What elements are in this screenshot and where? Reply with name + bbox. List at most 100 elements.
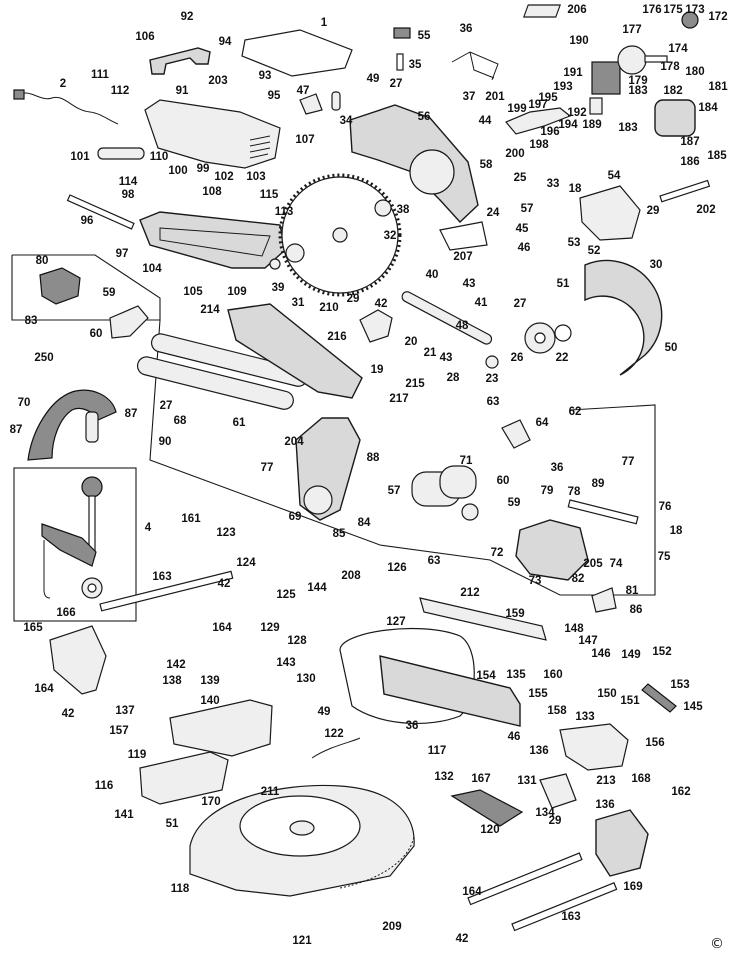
callout-c42c: 42 bbox=[62, 708, 75, 720]
callout-c22: 22 bbox=[556, 352, 569, 364]
callout-c119: 119 bbox=[128, 749, 147, 761]
callout-c98: 98 bbox=[122, 189, 135, 201]
motor-armature bbox=[617, 45, 647, 75]
callout-c35: 35 bbox=[409, 59, 422, 71]
callout-c72: 72 bbox=[491, 547, 504, 559]
callout-c42a: 42 bbox=[375, 298, 388, 310]
callout-c186: 186 bbox=[680, 156, 699, 168]
bevel-housing-disc bbox=[303, 485, 333, 515]
callout-c34: 34 bbox=[340, 115, 353, 127]
callout-c61: 61 bbox=[233, 417, 246, 429]
callout-c113: 113 bbox=[275, 206, 294, 218]
callout-c41: 41 bbox=[475, 297, 488, 309]
callout-c43a: 43 bbox=[463, 278, 476, 290]
callout-c191: 191 bbox=[563, 67, 583, 79]
callout-c122: 122 bbox=[324, 728, 343, 740]
callout-c116: 116 bbox=[95, 780, 114, 792]
callout-c39: 39 bbox=[272, 282, 285, 294]
callout-c107: 107 bbox=[295, 134, 314, 146]
callout-c73: 73 bbox=[529, 575, 542, 587]
callout-c51b: 51 bbox=[166, 818, 179, 830]
callout-c199: 199 bbox=[507, 103, 526, 115]
callout-c64: 64 bbox=[536, 417, 549, 429]
callout-c42d: 42 bbox=[456, 933, 469, 945]
lower-blade-guard-50 bbox=[584, 259, 663, 376]
callout-c145: 145 bbox=[683, 701, 703, 713]
callout-c147: 147 bbox=[578, 635, 597, 647]
callout-c100: 100 bbox=[168, 165, 187, 177]
callout-c136a: 136 bbox=[529, 745, 548, 757]
callout-c43b: 43 bbox=[440, 352, 453, 364]
callout-c178: 178 bbox=[660, 61, 680, 73]
callout-c155: 155 bbox=[528, 688, 548, 700]
trigger-grip bbox=[85, 411, 99, 443]
callout-c123: 123 bbox=[216, 527, 235, 539]
callout-c125: 125 bbox=[276, 589, 296, 601]
callout-c111: 111 bbox=[91, 69, 110, 81]
saw-blade-teeth bbox=[278, 173, 402, 297]
callout-c80: 80 bbox=[36, 255, 49, 267]
operating-handle-70 bbox=[27, 389, 117, 461]
callout-c57b: 57 bbox=[388, 485, 401, 497]
callout-c182: 182 bbox=[663, 85, 682, 97]
callout-c204: 204 bbox=[284, 436, 304, 448]
washer-39 bbox=[269, 258, 281, 270]
callout-c214: 214 bbox=[200, 304, 220, 316]
rail-bar-212 bbox=[419, 597, 547, 641]
callout-c25: 25 bbox=[514, 172, 527, 184]
callout-c58: 58 bbox=[480, 159, 493, 171]
callout-c55: 55 bbox=[418, 30, 431, 42]
motor-housing-182 bbox=[654, 99, 696, 137]
callout-c250: 250 bbox=[34, 352, 53, 364]
callout-c190: 190 bbox=[569, 35, 588, 47]
cord-plug bbox=[13, 89, 25, 100]
callout-c23: 23 bbox=[486, 373, 499, 385]
callout-c142: 142 bbox=[166, 659, 185, 671]
callout-c110: 110 bbox=[150, 151, 169, 163]
callout-c33: 33 bbox=[547, 178, 560, 190]
spring-assembly-64 bbox=[501, 419, 531, 449]
callout-c217: 217 bbox=[389, 393, 408, 405]
cover-plate-1 bbox=[241, 29, 353, 77]
callout-c151: 151 bbox=[620, 695, 640, 707]
rod-96 bbox=[66, 194, 135, 230]
callout-c150: 150 bbox=[597, 688, 616, 700]
rod-163a bbox=[99, 570, 234, 612]
rail-tube-61a bbox=[136, 356, 294, 410]
callout-c81: 81 bbox=[626, 585, 639, 597]
callout-c60a: 60 bbox=[90, 328, 103, 340]
callout-c29c: 29 bbox=[549, 815, 562, 827]
knob-55 bbox=[393, 27, 411, 39]
callout-c183a: 183 bbox=[628, 85, 647, 97]
callout-c213: 213 bbox=[596, 775, 615, 787]
callout-c29a: 29 bbox=[347, 293, 360, 305]
lever-145 bbox=[641, 683, 677, 713]
callout-c139: 139 bbox=[200, 675, 219, 687]
callout-c106: 106 bbox=[135, 31, 154, 43]
callout-c56: 56 bbox=[418, 111, 431, 123]
tube-101 bbox=[97, 147, 145, 160]
callout-c176: 176 bbox=[642, 4, 661, 16]
clamp-156 bbox=[559, 723, 629, 771]
callout-c21: 21 bbox=[424, 347, 437, 359]
callout-c87a: 87 bbox=[125, 408, 138, 420]
callout-c180: 180 bbox=[685, 66, 704, 78]
callout-c95: 95 bbox=[268, 90, 281, 102]
callout-c114: 114 bbox=[119, 176, 138, 188]
fan-173 bbox=[681, 11, 699, 29]
arm-4 bbox=[41, 523, 97, 567]
callout-c75: 75 bbox=[658, 551, 671, 563]
callout-c93: 93 bbox=[259, 70, 272, 82]
plate-60 bbox=[109, 305, 149, 339]
cylinder-71b bbox=[439, 465, 477, 499]
callout-c85: 85 bbox=[333, 528, 346, 540]
callout-c120: 120 bbox=[480, 824, 499, 836]
callout-c160: 160 bbox=[543, 669, 562, 681]
guard-cover-54 bbox=[579, 185, 641, 241]
lock-134 bbox=[539, 773, 577, 809]
callout-c30: 30 bbox=[650, 259, 663, 271]
rod-163b bbox=[467, 852, 583, 906]
callout-c212: 212 bbox=[460, 587, 479, 599]
callout-c60b: 60 bbox=[497, 475, 510, 487]
